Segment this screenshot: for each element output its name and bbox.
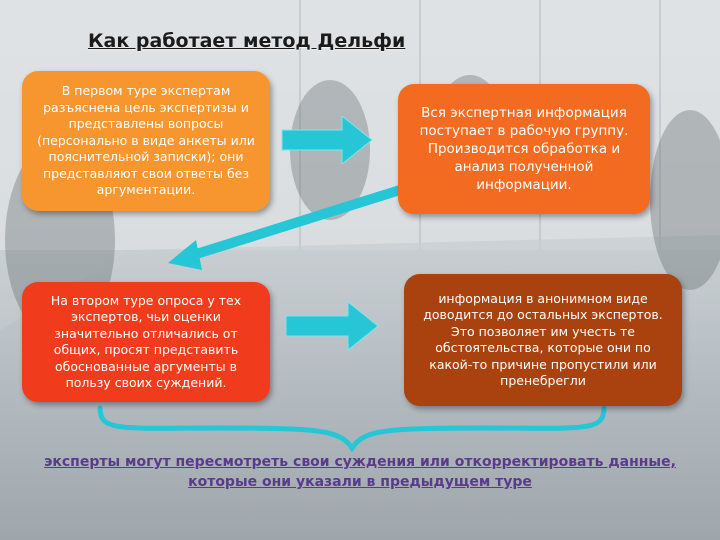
- step4-box: информация в анонимном виде доводится до…: [404, 274, 682, 406]
- conclusion-text: эксперты могут пересмотреть свои суждени…: [20, 452, 700, 492]
- step2-box: Вся экспертная информация поступает в ра…: [398, 84, 650, 214]
- step2-text: Вся экспертная информация поступает в ра…: [419, 105, 629, 193]
- step3-box: На втором туре опроса у тех экспертов, ч…: [22, 282, 270, 402]
- arrow-right-icon: [285, 300, 379, 352]
- conclusion-line-2: которые они указали в предыдущем туре: [188, 474, 532, 490]
- step4-text: информация в анонимном виде доводится до…: [423, 290, 663, 389]
- step1-text: В первом туре экспертам разъяснена цель …: [37, 83, 255, 198]
- curly-brace-icon: [97, 405, 607, 453]
- arrow-diagonal-icon: [168, 185, 402, 270]
- step1-box: В первом туре экспертам разъяснена цель …: [22, 71, 270, 211]
- step3-text: На втором туре опроса у тех экспертов, ч…: [50, 292, 242, 391]
- page-title: Как работает метод Дельфи: [88, 30, 406, 52]
- conclusion-line-1: эксперты могут пересмотреть свои суждени…: [44, 454, 676, 470]
- arrow-right-icon: [281, 114, 373, 166]
